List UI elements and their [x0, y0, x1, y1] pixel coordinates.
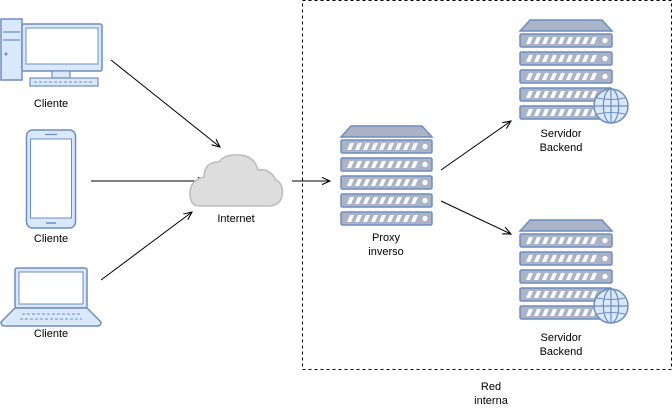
proxy-label-line1: Proxy: [371, 232, 401, 244]
client-desktop-label: Cliente: [33, 98, 69, 110]
proxy-label-line2: inverso: [368, 246, 404, 258]
backend-1-label-line2: Backend: [539, 142, 583, 154]
edges: [91, 59, 511, 281]
internet-label: Internet: [217, 213, 255, 225]
client-laptop-label: Cliente: [33, 328, 69, 340]
backend-1-label-line1: Servidor: [540, 128, 582, 140]
internal-network-label-line1: Red: [480, 381, 502, 393]
client-phone-label: Cliente: [33, 233, 69, 245]
laptop-icon: [0, 267, 102, 327]
internal-network-label-line2: interna: [474, 395, 508, 407]
edge-laptop-internet: [100, 212, 192, 281]
smartphone-icon: [25, 129, 77, 229]
edge-desktop-internet: [110, 59, 220, 147]
server-rack-icon: [339, 125, 434, 226]
backend-2-label-line2: Backend: [539, 346, 583, 358]
web-server-icon: [518, 219, 629, 324]
edge-proxy-backend-1: [440, 121, 511, 171]
desktop-computer-icon: [0, 18, 103, 87]
cloud-icon: [189, 154, 284, 207]
backend-2-label-line1: Servidor: [540, 332, 582, 344]
web-server-icon: [518, 19, 629, 124]
edge-proxy-backend-2: [440, 200, 511, 234]
